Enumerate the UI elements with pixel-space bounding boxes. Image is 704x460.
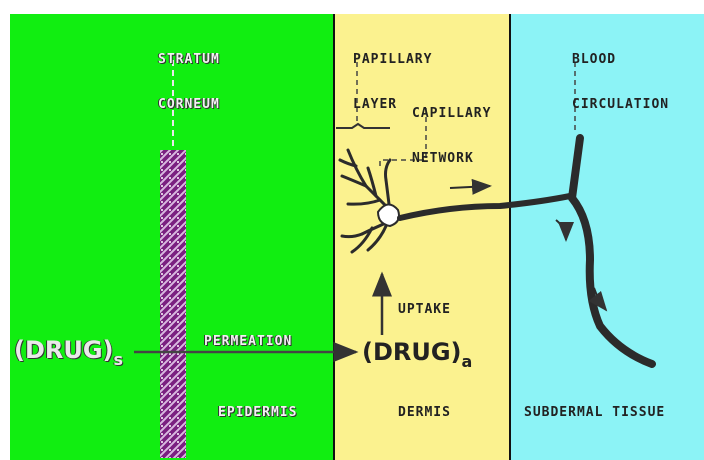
drug-a-label: (DRUG)a: [362, 338, 472, 366]
capillary-network: [340, 150, 398, 252]
blood-circulation-line1: BLOOD: [572, 52, 669, 67]
capillary-network-line2: NETWORK: [412, 151, 491, 166]
stratum-corneum-line1: STRATUM: [158, 52, 220, 67]
epidermis-label: EPIDERMIS: [218, 405, 297, 420]
main-vessel: [400, 196, 570, 218]
subdermal-tissue-label: SUBDERMAL TISSUE: [524, 405, 665, 420]
vessel-up: [572, 138, 580, 198]
drug-a-base: (DRUG): [362, 338, 462, 366]
dermis-label: DERMIS: [398, 405, 451, 420]
blood-circulation-line2: CIRCULATION: [572, 97, 669, 112]
stratum-corneum-line2: CORNEUM: [158, 97, 220, 112]
drug-a-subscript: a: [462, 352, 473, 371]
stratum-corneum-label: STRATUM CORNEUM: [158, 22, 220, 142]
capillary-bulb: [378, 204, 399, 226]
capillary-network-line1: CAPILLARY: [412, 106, 491, 121]
papillary-layer-line1: PAPILLARY: [353, 52, 432, 67]
uptake-label: UPTAKE: [398, 302, 451, 317]
permeation-label: PERMEATION: [204, 334, 292, 349]
drug-s-subscript: s: [114, 350, 124, 369]
vessel-down: [572, 198, 652, 364]
drug-s-label: (DRUG)s: [14, 336, 123, 364]
drug-s-base: (DRUG): [14, 336, 114, 364]
flow-arrow-curve: [556, 220, 566, 240]
capillary-network-label: CAPILLARY NETWORK: [412, 76, 491, 196]
stratum-corneum-band: [160, 150, 186, 458]
blood-circulation-label: BLOOD CIRCULATION: [572, 22, 669, 142]
